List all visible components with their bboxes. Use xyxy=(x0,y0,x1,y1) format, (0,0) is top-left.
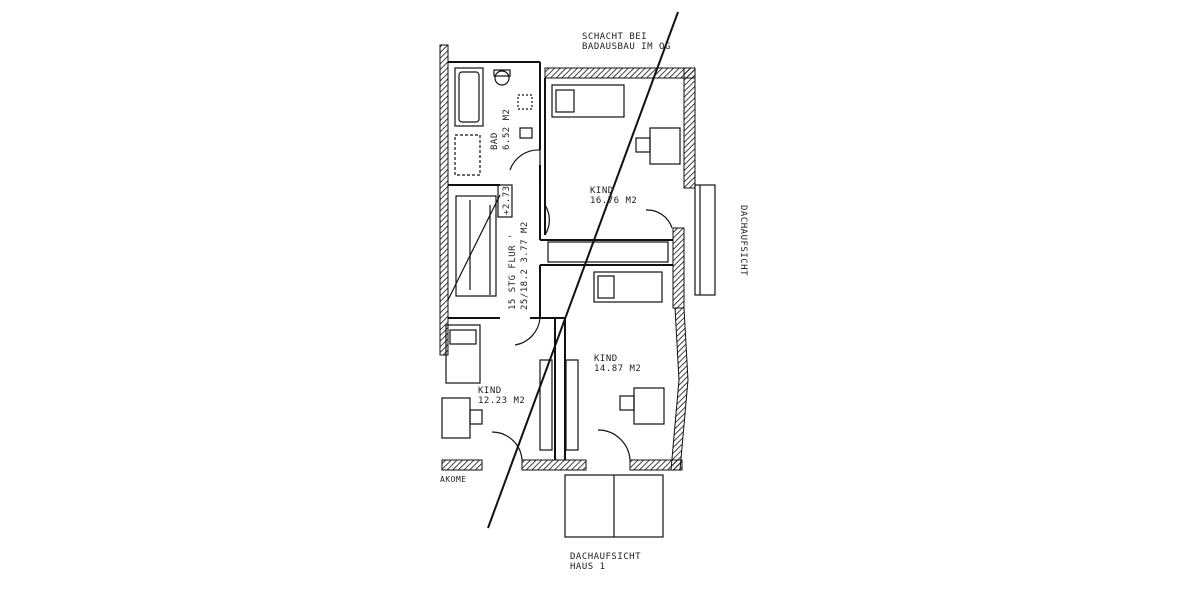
roof-view-bottom-line2: HAUS 1 xyxy=(570,562,606,572)
shaft-note-line2: BADAUSBAU IM OG xyxy=(582,42,671,52)
kid1-area: 16.76 M2 xyxy=(590,196,638,206)
roof-view-bottom-line1: DACHAUFSICHT xyxy=(570,552,642,562)
kid1-name: KIND xyxy=(590,186,614,196)
roof-view-side: DACHAUFSICHT xyxy=(738,205,748,277)
stair-line2: 25/18.2 3.77 M2 xyxy=(520,221,530,310)
bath-area: 6.52 M2 xyxy=(502,108,512,150)
stair-line1: 15 STG FLUR ' xyxy=(508,233,518,310)
outer-walls xyxy=(439,44,696,471)
shaft-note-line1: SCHACHT BEI xyxy=(582,32,648,42)
kid3-name: KIND xyxy=(478,386,502,396)
windows xyxy=(564,184,716,538)
doors xyxy=(491,149,673,461)
cut-label: AKOME xyxy=(440,475,467,484)
stair xyxy=(447,184,513,301)
section-line xyxy=(487,11,679,529)
kid2-name: KIND xyxy=(594,354,618,364)
kid2-area: 14.87 M2 xyxy=(594,364,642,374)
bath-fixtures xyxy=(454,67,533,176)
furniture xyxy=(441,84,681,451)
stair-level: +2.73 xyxy=(502,185,512,215)
kid3-area: 12.23 M2 xyxy=(478,396,526,406)
bath-name: BAD xyxy=(490,132,500,150)
inner-walls xyxy=(448,61,673,460)
